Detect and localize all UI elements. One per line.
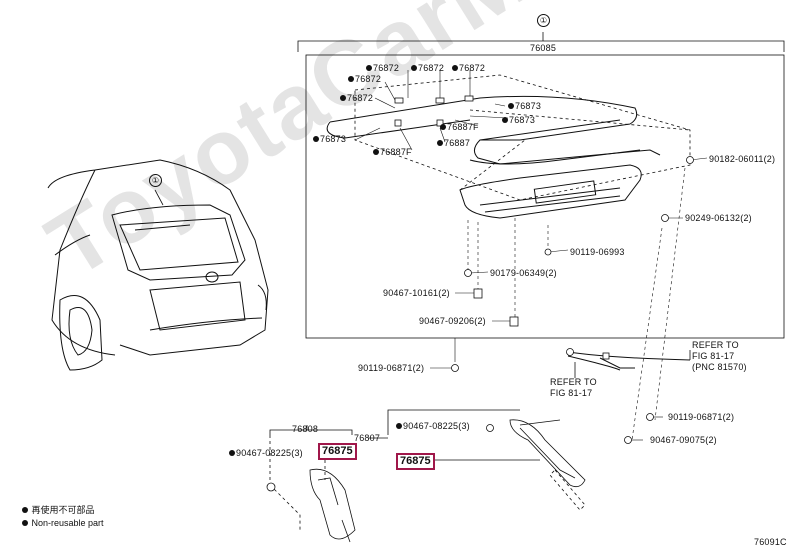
part-label: 76872 (348, 74, 381, 84)
part-label: 76873 (508, 101, 541, 111)
callout-marker-car: ① (149, 174, 162, 187)
bracket-number: 76807 (354, 433, 381, 443)
assembly-bracket-line (297, 40, 785, 52)
fastener-label: 90182-06011(2) (709, 154, 776, 164)
fastener-label: 90467-10161(2) (383, 288, 450, 298)
highlighted-part[interactable]: 76875 (318, 443, 357, 460)
legend-jp: 再使用不可部品 (22, 505, 95, 515)
part-label: 76887 (437, 138, 470, 148)
assembly-number: 76085 (530, 43, 557, 53)
refer-note-line[interactable]: REFER TO (692, 340, 739, 350)
refer-note-line[interactable]: (PNC 81570) (692, 362, 747, 372)
bracket-number: 76808 (292, 424, 319, 434)
figure-code: 76091C (754, 537, 787, 547)
part-label: 76873 (502, 115, 535, 125)
part-label: 76873 (313, 134, 346, 144)
fastener-label: 90119-06993 (570, 247, 625, 257)
refer-note-line[interactable]: FIG 81-17 (550, 388, 593, 398)
callout-marker-top: ① (537, 14, 550, 27)
refer-note-line[interactable]: REFER TO (550, 377, 597, 387)
part-label: 76887F (373, 147, 412, 157)
fastener-label: 90179-06349(2) (490, 268, 557, 278)
part-label: 76872 (366, 63, 399, 73)
legend-en: Non-reusable part (22, 518, 104, 528)
part-label: 76872 (452, 63, 485, 73)
bolt-label: 90467-08225(3) (396, 421, 470, 431)
part-label: 76872 (340, 93, 373, 103)
fastener-label: 90467-09075(2) (650, 435, 717, 445)
car-body-outline (47, 159, 269, 371)
part-label: 76872 (411, 63, 444, 73)
refer-note-line[interactable]: FIG 81-17 (692, 351, 735, 361)
part-label: 76887F (440, 122, 479, 132)
assembly-box (305, 54, 785, 339)
fastener-label: 90119-06871(2) (358, 363, 425, 373)
fastener-label: 90467-09206(2) (419, 316, 486, 326)
spoiler-outline (326, 95, 661, 219)
highlighted-part[interactable]: 76875 (396, 453, 435, 470)
fastener-label: 90119-06871(2) (668, 412, 735, 422)
bolt-label: 90467-08225(3) (229, 448, 303, 458)
fastener-label: 90249-06132(2) (685, 213, 752, 223)
